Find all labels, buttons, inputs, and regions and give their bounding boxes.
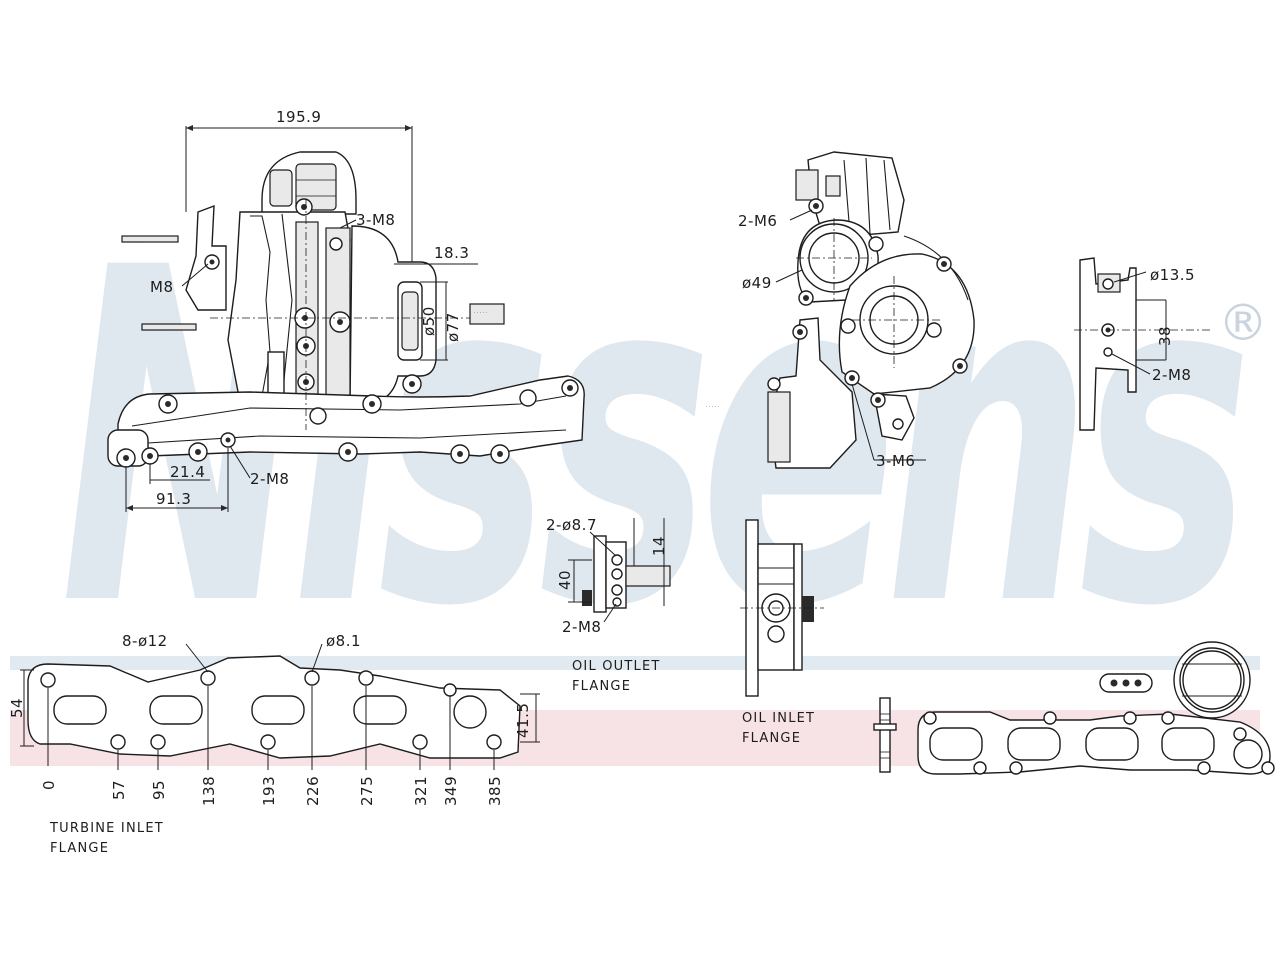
x-label: 138 [200, 776, 218, 806]
caption-oil-outlet-2: FLANGE [572, 679, 631, 694]
caption-turbine-inlet-2: FLANGE [50, 841, 109, 856]
label-phi49: ø49 [742, 274, 772, 292]
x-label: 321 [412, 776, 430, 806]
stud-bolt [873, 697, 897, 773]
actuator [795, 151, 905, 237]
gasket-kit [873, 641, 1275, 775]
x-label: 226 [304, 776, 322, 806]
stripe-blue [10, 656, 1260, 670]
caption-oil-inlet-2: FLANGE [742, 731, 801, 746]
oil-inlet-flange-view: OIL INLET FLANGE [740, 519, 824, 746]
down-pipe [767, 317, 915, 469]
exhaust-manifold [107, 374, 585, 468]
label-2-m8-main: 2-M8 [250, 470, 289, 488]
label-3-m8: 3-M8 [356, 211, 395, 229]
dim-label-54: 54 [8, 698, 26, 718]
dim-label-21-4: 21.4 [170, 463, 205, 481]
dim-label-195-9: 195.9 [276, 108, 321, 126]
caption-oil-inlet-1: OIL INLET [742, 711, 815, 726]
outlet-diameters: ø50 ø77 [420, 281, 462, 361]
label-phi13-5: ø13.5 [1150, 266, 1195, 284]
label-phi8-1: ø8.1 [326, 632, 361, 650]
turbo-housing [227, 198, 351, 407]
dim-label-18-3: 18.3 [434, 244, 469, 262]
note-mark: · · · · · · · [124, 241, 143, 246]
note-mark: · · · · · [474, 311, 487, 316]
manifold-gasket [917, 711, 1275, 775]
oil-outlet-flange-view: 40 14 2-ø8.7 2-M8 OIL OUTLET FLANGE [546, 516, 671, 694]
note-mark: · · · · · [706, 405, 719, 410]
dim-label-41-5: 41.5 [514, 703, 532, 738]
label-2-m8-right: 2-M8 [1152, 366, 1191, 384]
left-bracket [121, 204, 227, 331]
x-label: 95 [150, 780, 168, 800]
dim-label-14: 14 [650, 536, 668, 556]
caption-turbine-inlet-1: TURBINE INLET [49, 821, 164, 836]
label-3-m6: 3-M6 [876, 452, 915, 470]
dim-label-38: 38 [1156, 326, 1174, 346]
label-2-phi8-7: 2-ø8.7 [546, 516, 597, 534]
caption-oil-outlet-1: OIL OUTLET [572, 659, 661, 674]
manifold-dims: 21.4 91.3 2-M8 [125, 445, 289, 512]
label-8-phi12: 8-ø12 [122, 632, 168, 650]
dim-label-40: 40 [556, 570, 574, 590]
compressor-cover [261, 151, 357, 215]
x-label: 385 [486, 776, 504, 806]
ring-gasket [1173, 641, 1251, 719]
dim-overall-width: 195.9 [185, 108, 413, 262]
x-label: 193 [260, 776, 278, 806]
label-m8: M8 [150, 278, 174, 296]
x-label: 349 [442, 776, 460, 806]
dim-label-91-3: 91.3 [156, 490, 191, 508]
oil-gasket [1099, 673, 1153, 693]
turbine-housing [349, 225, 505, 407]
x-position-labels: 0 57 95 138 193 226 275 321 349 385 [40, 776, 504, 806]
x-label: 57 [110, 780, 128, 800]
label-2-m8-oil: 2-M8 [562, 618, 601, 636]
label-phi50: ø50 [420, 306, 438, 336]
registered-mark: ® [1218, 294, 1268, 352]
turbine-inlet-flange-view: 54 41.5 0 57 95 138 193 226 275 321 349 … [8, 632, 540, 856]
right-flange-view: 38 ø13.5 2-M8 [1074, 257, 1210, 431]
label-2-m6: 2-M6 [738, 212, 777, 230]
dim-outlet-offset: 18.3 [394, 244, 478, 265]
turbine-volute [838, 235, 975, 395]
main-turbo-view: · · · · · · · · · · · · · · · · · · · 19… [107, 108, 585, 512]
side-turbo-view: · · · · · 2-M6 ø49 3-M6 [706, 151, 975, 470]
label-phi77: ø77 [444, 312, 462, 342]
x-label: 0 [40, 780, 58, 790]
note-mark: · · · · · · · [150, 329, 169, 334]
x-label: 275 [358, 776, 376, 806]
